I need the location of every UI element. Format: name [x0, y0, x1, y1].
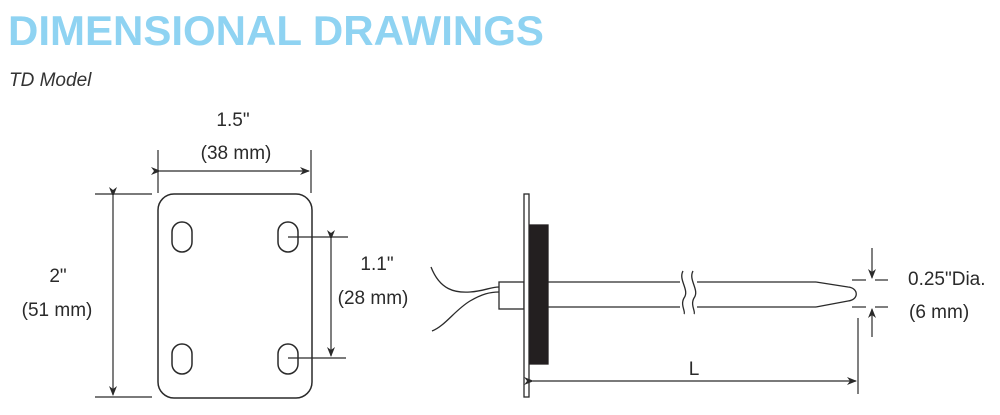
length-dimension	[524, 318, 859, 394]
break-mark-1	[681, 270, 687, 315]
diameter-dimension	[852, 248, 888, 337]
height-label-mm: (51 mm)	[22, 300, 93, 321]
hole-spacing-label-mm: (28 mm)	[338, 288, 409, 309]
diameter-label-mm: (6 mm)	[909, 302, 969, 323]
width-label-in: 1.5"	[216, 110, 249, 131]
width-dimension	[151, 150, 312, 193]
slot-bottom-left	[171, 343, 193, 375]
slot-bottom-right	[277, 343, 299, 375]
wire-lower	[431, 291, 500, 332]
hole-spacing-label-in: 1.1"	[360, 254, 393, 275]
width-label-mm: (38 mm)	[201, 143, 272, 164]
wire-upper	[430, 266, 500, 293]
height-dimension	[95, 187, 152, 398]
break-mark-2	[691, 270, 697, 315]
probe-tip	[815, 281, 857, 308]
length-label: L	[689, 359, 700, 380]
mounting-plate	[157, 193, 313, 399]
height-label-in: 2"	[49, 266, 66, 287]
side-view-probe	[430, 193, 857, 398]
diameter-label-in: 0.25"Dia.	[908, 269, 986, 290]
model-subtitle: TD Model	[9, 70, 92, 91]
slot-top-left	[171, 221, 193, 253]
front-view-plate	[157, 193, 313, 399]
flange-plate	[523, 193, 530, 398]
cable-gland	[498, 281, 525, 310]
page-title: DIMENSIONAL DRAWINGS	[8, 7, 544, 54]
hole-spacing-dimension	[288, 230, 348, 359]
gasket	[529, 224, 549, 365]
